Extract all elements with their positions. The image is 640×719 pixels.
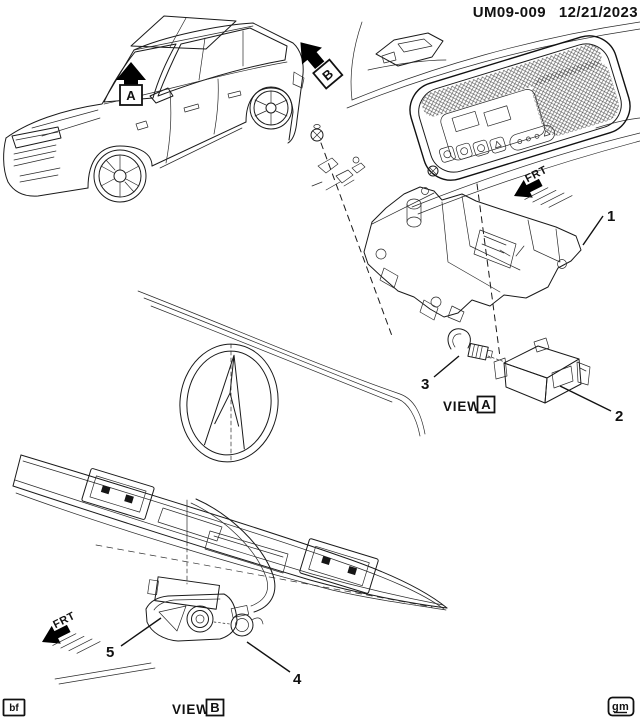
rear-camera-assembly bbox=[145, 498, 276, 642]
screw-fastener-2 bbox=[427, 165, 439, 177]
liftgate-surface-lines bbox=[137, 290, 426, 437]
leader-part-2 bbox=[559, 385, 612, 412]
arrow-a-box bbox=[119, 84, 143, 106]
vehicle-illustration bbox=[3, 15, 305, 203]
assembly-centerline-1 bbox=[320, 142, 393, 337]
view-b-caption: VIEW B bbox=[172, 698, 225, 717]
view-a-caption: VIEW A bbox=[443, 395, 496, 414]
view-b-letter-box bbox=[205, 698, 225, 717]
leader-part-3 bbox=[433, 355, 460, 378]
arrow-b-box bbox=[312, 58, 344, 90]
callout-2: 2 bbox=[615, 408, 623, 425]
callout-4: 4 bbox=[293, 671, 302, 688]
screw-fastener-1 bbox=[310, 124, 324, 142]
view-b-label: VIEW bbox=[172, 702, 210, 717]
assembly-centerline-2 bbox=[476, 183, 501, 358]
harness-part-3 bbox=[447, 328, 506, 363]
frt-direction-arrow-lower: FRT bbox=[42, 610, 101, 654]
camera-module-part-2 bbox=[493, 337, 591, 404]
callout-3: 3 bbox=[421, 376, 429, 393]
ground-lines bbox=[54, 662, 156, 685]
callout-1: 1 bbox=[607, 208, 615, 225]
leader-part-5 bbox=[120, 617, 162, 647]
overhead-console bbox=[409, 35, 631, 181]
acura-emblem bbox=[179, 343, 279, 463]
view-a-letter-box bbox=[476, 395, 496, 414]
clip-detail bbox=[311, 156, 366, 191]
camera-body-part-5 bbox=[147, 576, 221, 610]
location-arrow-a: A bbox=[116, 62, 146, 106]
brand-logo-box: gm bbox=[607, 696, 635, 717]
brand-logo-text: gm bbox=[612, 701, 629, 713]
connector-part-4 bbox=[230, 605, 264, 637]
leader-part-1 bbox=[582, 215, 604, 246]
headliner-panel bbox=[346, 21, 640, 215]
doc-date: 12/21/2023 bbox=[559, 4, 638, 21]
doc-number: UM09-009 bbox=[473, 4, 546, 21]
footer-left-code-box: bf bbox=[2, 698, 26, 717]
footer-left-code: bf bbox=[9, 703, 19, 714]
console-buttons bbox=[439, 124, 555, 163]
license-lamp-right bbox=[299, 538, 379, 594]
arrow-a-letter: A bbox=[126, 88, 136, 103]
location-arrow-b: B bbox=[300, 42, 344, 90]
license-lamp-left bbox=[81, 468, 155, 520]
view-a-letter: A bbox=[481, 397, 491, 412]
bracket-part-1 bbox=[363, 186, 582, 323]
frt-direction-arrow-upper: FRT bbox=[514, 164, 573, 208]
rear-finish-panel bbox=[12, 454, 448, 611]
view-b-letter: B bbox=[210, 700, 219, 715]
view-a-label: VIEW bbox=[443, 399, 481, 414]
leader-part-4 bbox=[246, 641, 291, 673]
callout-5: 5 bbox=[106, 644, 114, 661]
